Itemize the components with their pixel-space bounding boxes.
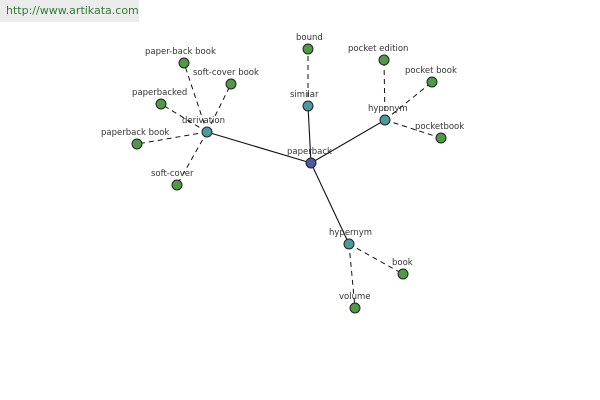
node-bound[interactable]: bound bbox=[296, 33, 323, 55]
node-dot-volume[interactable] bbox=[349, 302, 361, 314]
node-dot-paperbacked[interactable] bbox=[155, 98, 167, 110]
edge-hyponym-pocket-edition bbox=[383, 59, 386, 121]
node-label-soft-cover-book[interactable]: soft-cover book bbox=[193, 68, 259, 78]
node-paperback-book[interactable]: paperback book bbox=[101, 128, 169, 150]
node-dot-hypernym[interactable] bbox=[343, 238, 355, 250]
node-label-paper-back-book[interactable]: paper-back book bbox=[145, 47, 216, 57]
node-pocketbook[interactable]: pocketbook bbox=[415, 122, 464, 144]
edge-paperback-hyponym bbox=[310, 119, 386, 164]
node-label-hyponym[interactable]: hyponym bbox=[368, 104, 408, 114]
node-derivation[interactable]: derivation bbox=[182, 116, 225, 138]
node-label-paperback-book[interactable]: paperback book bbox=[101, 128, 169, 138]
node-label-bound[interactable]: bound bbox=[296, 33, 323, 43]
edge-paperback-similar bbox=[307, 105, 312, 164]
edge-derivation-paper-back-book bbox=[183, 62, 208, 133]
node-dot-book[interactable] bbox=[397, 268, 409, 280]
node-dot-pocket-edition[interactable] bbox=[378, 54, 390, 66]
node-dot-bound[interactable] bbox=[302, 43, 314, 55]
edge-hyponym-pocketbook bbox=[384, 119, 442, 139]
node-book[interactable]: book bbox=[392, 258, 413, 280]
node-dot-paperback-book[interactable] bbox=[131, 138, 143, 150]
node-label-derivation[interactable]: derivation bbox=[182, 116, 225, 126]
edge-hypernym-volume bbox=[348, 243, 356, 309]
edge-derivation-paperback-book bbox=[136, 131, 208, 145]
node-pocket-book[interactable]: pocket book bbox=[405, 66, 457, 88]
node-label-paperback[interactable]: paperback bbox=[287, 147, 332, 157]
node-volume[interactable]: volume bbox=[339, 292, 371, 314]
edge-hyponym-pocket-book bbox=[384, 81, 433, 121]
node-paper-back-book[interactable]: paper-back book bbox=[145, 47, 216, 69]
edge-paperback-derivation bbox=[206, 131, 312, 164]
edge-paperback-hypernym bbox=[310, 162, 350, 245]
node-soft-cover[interactable]: soft-cover bbox=[151, 169, 194, 191]
node-pocket-edition[interactable]: pocket edition bbox=[348, 44, 408, 66]
node-dot-pocketbook[interactable] bbox=[435, 132, 447, 144]
node-label-pocket-book[interactable]: pocket book bbox=[405, 66, 457, 76]
node-label-volume[interactable]: volume bbox=[339, 292, 371, 302]
node-label-hypernym[interactable]: hypernym bbox=[329, 228, 372, 238]
graph-edges bbox=[136, 49, 442, 309]
node-hyponym[interactable]: hyponym bbox=[368, 104, 408, 126]
graph-nodes: paper-back book soft-cover book paperbacke… bbox=[101, 33, 464, 314]
node-label-pocketbook[interactable]: pocketbook bbox=[415, 122, 464, 132]
node-dot-soft-cover[interactable] bbox=[171, 179, 183, 191]
node-label-similar[interactable]: similar bbox=[290, 90, 319, 100]
node-label-paperbacked[interactable]: paperbacked bbox=[132, 88, 187, 98]
node-dot-pocket-book[interactable] bbox=[426, 76, 438, 88]
node-dot-paperback[interactable] bbox=[305, 157, 317, 169]
node-dot-similar[interactable] bbox=[302, 100, 314, 112]
node-paperback[interactable]: paperback bbox=[287, 147, 332, 169]
node-label-book[interactable]: book bbox=[392, 258, 413, 268]
node-soft-cover-book[interactable]: soft-cover book bbox=[193, 68, 259, 90]
node-similar[interactable]: similar bbox=[290, 90, 319, 112]
node-label-pocket-edition[interactable]: pocket edition bbox=[348, 44, 408, 54]
node-paperbacked[interactable]: paperbacked bbox=[132, 88, 187, 110]
node-dot-hyponym[interactable] bbox=[379, 114, 391, 126]
node-dot-paper-back-book[interactable] bbox=[178, 57, 190, 69]
node-dot-soft-cover-book[interactable] bbox=[225, 78, 237, 90]
node-hypernym[interactable]: hypernym bbox=[329, 228, 372, 250]
node-dot-derivation[interactable] bbox=[201, 126, 213, 138]
node-label-soft-cover[interactable]: soft-cover bbox=[151, 169, 194, 179]
edge-derivation-soft-cover bbox=[176, 131, 208, 186]
site-url[interactable]: http://www.artikata.com bbox=[0, 0, 139, 22]
edge-hypernym-book bbox=[348, 243, 404, 275]
